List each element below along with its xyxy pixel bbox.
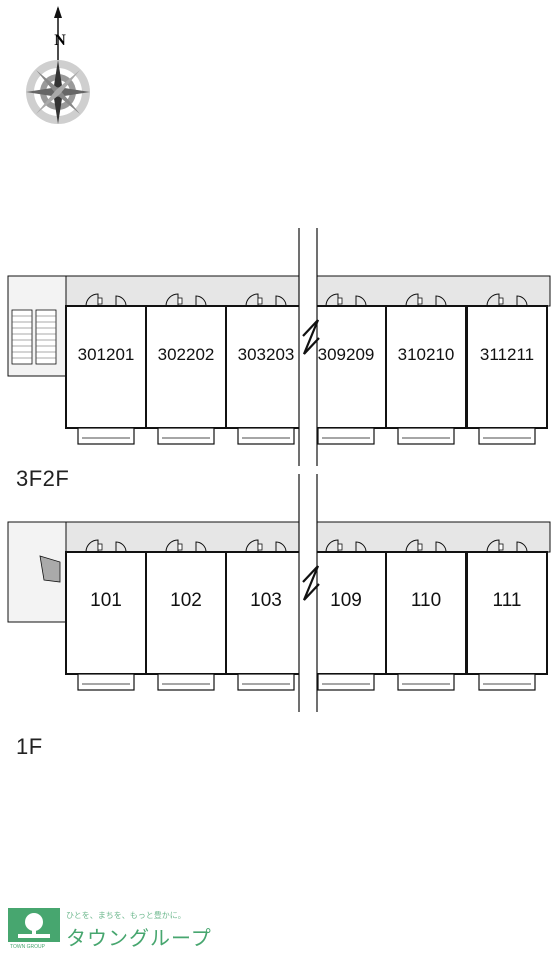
meter-box <box>177 543 183 551</box>
unit-box <box>305 551 387 675</box>
meter-box <box>97 543 103 551</box>
balcony <box>317 427 375 445</box>
balcony <box>397 427 455 445</box>
meter-box <box>417 297 423 305</box>
door-arc <box>435 541 447 553</box>
door-arc <box>355 295 367 307</box>
door-arc <box>115 295 127 307</box>
unit-number-label: 311211 <box>480 345 534 364</box>
meter-box <box>257 543 263 551</box>
floor-label-1f: 1F <box>16 734 43 759</box>
meter-box <box>257 297 263 305</box>
balcony <box>478 427 536 445</box>
compass-north-label: N <box>54 32 66 49</box>
unit-box <box>145 551 227 675</box>
door-arc <box>85 539 99 553</box>
balcony <box>237 673 295 691</box>
unit-box <box>385 305 467 429</box>
meter-box <box>177 297 183 305</box>
meter-box <box>498 297 504 305</box>
door-arc <box>195 541 207 553</box>
balcony <box>77 427 135 445</box>
meter-box <box>417 543 423 551</box>
stairs <box>35 309 57 365</box>
door-arc <box>486 539 500 553</box>
door-arc <box>405 539 419 553</box>
door-arc <box>516 295 528 307</box>
corridor <box>7 521 551 553</box>
door-arc <box>325 293 339 307</box>
floor-plan-1f: 101 102 103 109 110 111 <box>7 474 551 714</box>
meter-box <box>97 297 103 305</box>
unit-number-label: 109 <box>330 590 362 611</box>
door-arc <box>516 541 528 553</box>
corridor <box>7 275 551 307</box>
meter-box <box>498 543 504 551</box>
unit-number-label: 310210 <box>398 345 455 364</box>
brand-logo: TOWN GROUP ひとを、まちを、もっと豊かに。 タウングループ <box>8 908 228 954</box>
door-arc <box>355 541 367 553</box>
door-arc <box>165 293 179 307</box>
unit-box <box>385 551 467 675</box>
stairs <box>39 555 61 583</box>
door-arc <box>245 539 259 553</box>
door-arc <box>195 295 207 307</box>
town-group-mark-icon <box>8 908 60 942</box>
balcony <box>157 673 215 691</box>
break-symbol <box>302 319 320 355</box>
unit-box <box>225 305 307 429</box>
brand-mark-caption: TOWN GROUP <box>10 944 45 950</box>
meter-box <box>337 543 343 551</box>
compass-icon <box>26 6 90 124</box>
door-arc <box>115 541 127 553</box>
unit-box <box>65 305 147 429</box>
balcony <box>317 673 375 691</box>
door-arc <box>85 293 99 307</box>
section-break <box>299 474 317 714</box>
unit-box <box>65 551 147 675</box>
door-arc <box>275 541 287 553</box>
unit-number-label: 111 <box>493 590 522 611</box>
brand-tagline: ひとを、まちを、もっと豊かに。 <box>66 911 186 920</box>
balcony <box>478 673 536 691</box>
brand-name: タウングループ <box>66 928 212 950</box>
door-arc <box>165 539 179 553</box>
unit-box <box>225 551 307 675</box>
meter-box <box>337 297 343 305</box>
door-arc <box>405 293 419 307</box>
door-arc <box>275 295 287 307</box>
unit-number-label: 309209 <box>318 345 375 364</box>
balcony <box>237 427 295 445</box>
break-symbol <box>302 565 320 601</box>
unit-box <box>305 305 387 429</box>
unit-number-label: 302202 <box>158 345 215 364</box>
unit-number-label: 102 <box>170 590 202 611</box>
floor-label-3f2f: 3F2F <box>16 466 70 491</box>
balcony <box>397 673 455 691</box>
stairs <box>11 309 33 365</box>
balcony <box>157 427 215 445</box>
section-break <box>299 228 317 468</box>
door-arc <box>325 539 339 553</box>
unit-number-label: 110 <box>411 590 441 611</box>
balcony <box>77 673 135 691</box>
door-arc <box>245 293 259 307</box>
unit-number-label: 301201 <box>78 345 135 364</box>
unit-box <box>466 551 548 675</box>
door-arc <box>435 295 447 307</box>
unit-number-label: 103 <box>250 590 282 611</box>
unit-box <box>145 305 227 429</box>
unit-box <box>466 305 548 429</box>
unit-number-label: 101 <box>90 590 122 611</box>
unit-number-label: 303203 <box>238 345 295 364</box>
door-arc <box>486 293 500 307</box>
floor-plan-3f2f: 301201 302202 303203 309209 310210 311211 <box>7 228 551 468</box>
